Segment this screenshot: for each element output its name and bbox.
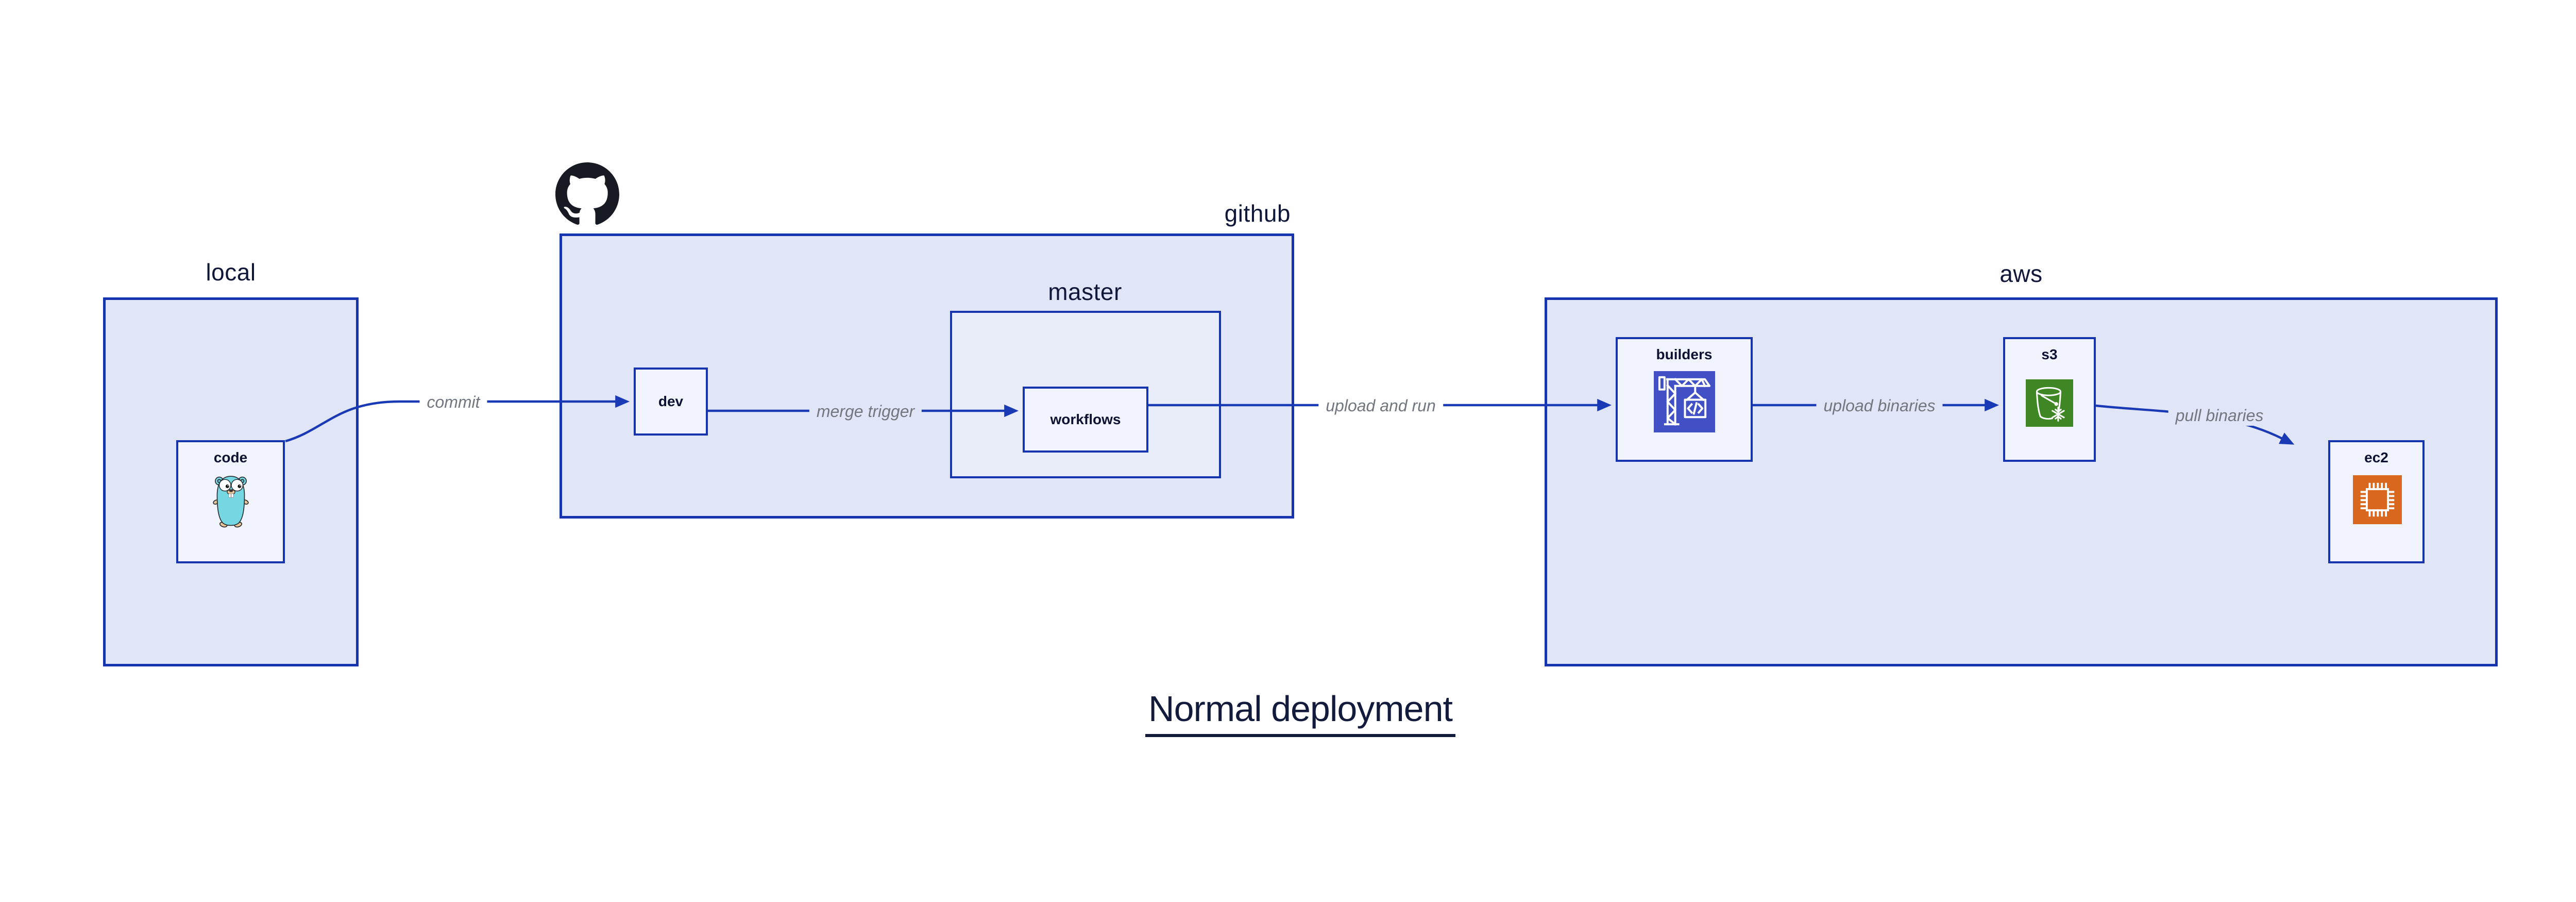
github-cluster-label: github <box>1224 200 1291 227</box>
diagram-title-text: Normal deployment <box>1145 689 1455 737</box>
edge-label-pull-binaries: pull binaries <box>2168 405 2271 426</box>
edge-label-upload-binaries: upload binaries <box>1816 395 1943 416</box>
master-cluster-label: master <box>1048 278 1122 305</box>
local-cluster-label: local <box>206 259 256 286</box>
edge-label-merge-trigger: merge trigger <box>809 401 922 422</box>
s3-glacier-bucket-icon <box>2026 379 2073 427</box>
go-gopher-icon <box>213 476 249 528</box>
s3-node-label: s3 <box>2041 346 2058 362</box>
github-octocat-icon <box>555 162 619 225</box>
ec2-node: ec2 <box>2328 440 2425 563</box>
workflows-node-label: workflows <box>1050 411 1121 427</box>
builders-node: builders <box>1616 337 1753 462</box>
edge-label-commit: commit <box>419 392 487 412</box>
aws-cluster-label: aws <box>1999 260 2043 287</box>
workflows-node: workflows <box>1023 387 1148 453</box>
dev-node: dev <box>634 368 708 436</box>
code-node: code <box>176 440 285 563</box>
codebuild-crane-icon <box>1654 371 1715 432</box>
edge-label-upload-and-run: upload and run <box>1318 395 1443 416</box>
ec2-chip-icon <box>2353 475 2402 524</box>
builders-node-label: builders <box>1656 346 1713 362</box>
ec2-node-label: ec2 <box>2364 449 2388 465</box>
s3-node: s3 <box>2003 337 2096 462</box>
diagram-title: Normal deployment <box>1043 689 1558 737</box>
dev-node-label: dev <box>658 393 684 409</box>
code-node-label: code <box>213 449 248 465</box>
